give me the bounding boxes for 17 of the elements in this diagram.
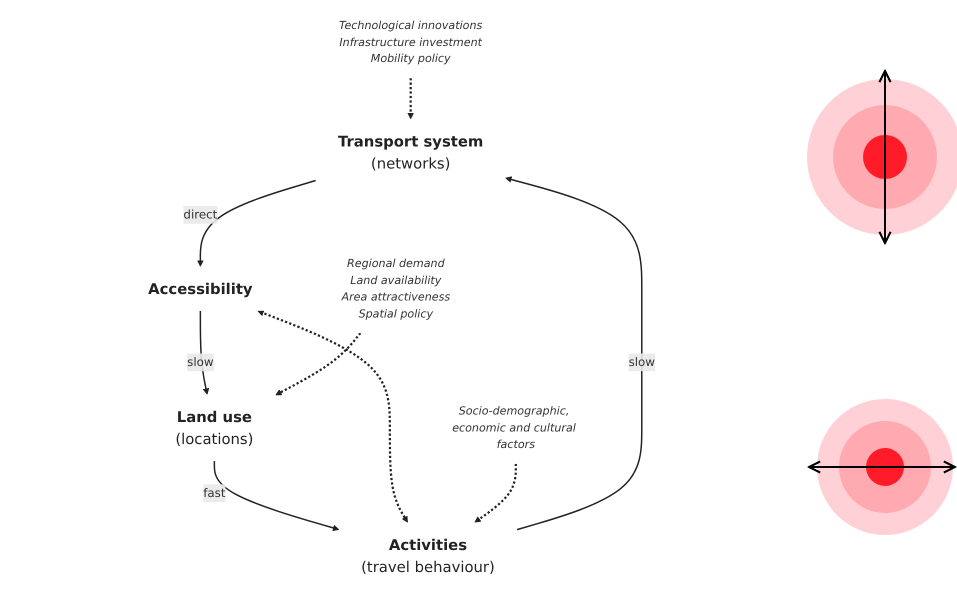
arrow [274, 332, 361, 396]
node-text: Socio-demographic, economic and cultural factors [452, 404, 576, 451]
node-text: Activities (travel behaviour) [360, 536, 494, 576]
edge-label: direct [182, 207, 217, 222]
edge-label: slow [628, 354, 655, 369]
arrow [257, 310, 408, 523]
edge-label: fast [202, 486, 226, 500]
edge-label: slow [186, 354, 214, 369]
node-text: Accessibility [148, 280, 252, 298]
arrow [213, 461, 339, 532]
arrow [474, 464, 516, 523]
node-text: Transport system (networks) [338, 132, 483, 172]
arrow [406, 78, 414, 120]
arrow [196, 180, 316, 267]
node-text: Technological innovations Infrastructure investment Mobility policy [338, 18, 482, 66]
node-text: Land use (locations) [174, 408, 253, 448]
arrow [504, 176, 642, 530]
